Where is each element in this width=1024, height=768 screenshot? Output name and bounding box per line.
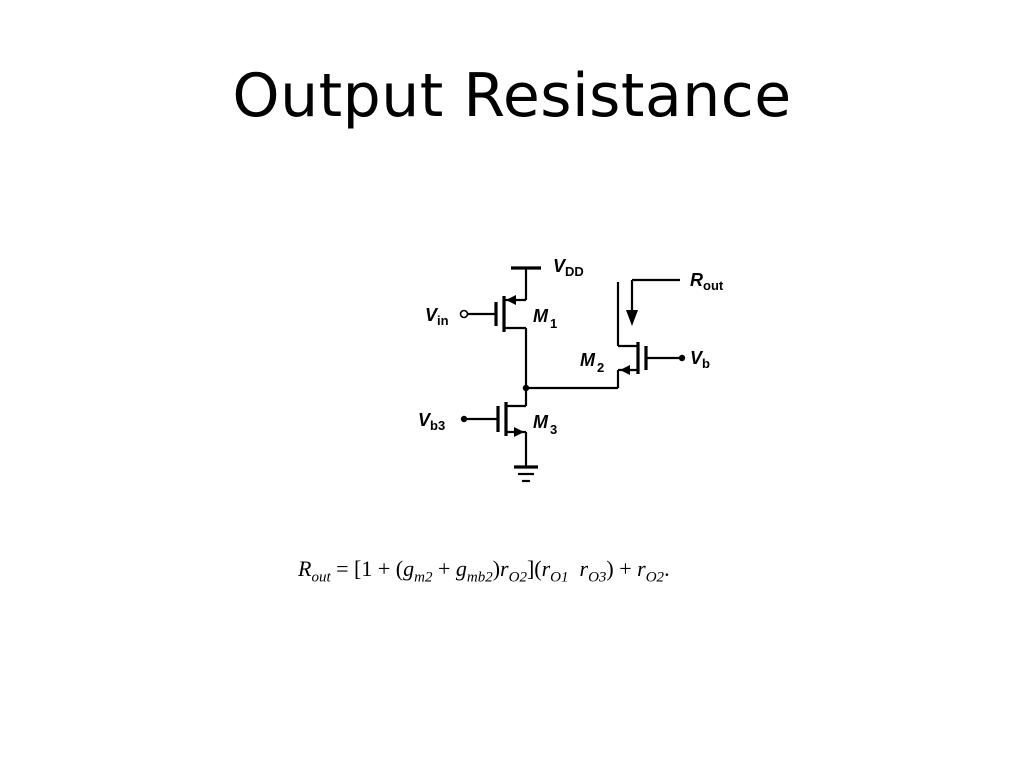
vin-terminal [459,309,469,319]
slide-title: Output Resistance [232,61,792,131]
m2-arrow-icon [620,365,630,375]
rout-arrow-icon [626,278,680,326]
transistor-m3 [466,388,528,466]
rout-label: Rout [690,270,724,293]
transistor-m2 [616,282,680,388]
output-resistance-equation: Rout = [1 + (gm2 + gmb2)rO2](rO1 rO3) + … [298,556,670,586]
m3-arrow-icon [514,427,524,437]
ground-icon [514,465,538,483]
transistor-m1 [468,295,528,388]
vdd-rail [511,266,541,300]
vb3-label: Vb3 [418,410,445,433]
vb-label: Vb [690,348,710,371]
m1-arrow-icon [506,295,516,305]
vb-terminal [678,354,686,362]
vdd-label: VDD [553,256,584,279]
vin-label: Vin [425,305,449,328]
vb3-terminal [460,415,468,423]
